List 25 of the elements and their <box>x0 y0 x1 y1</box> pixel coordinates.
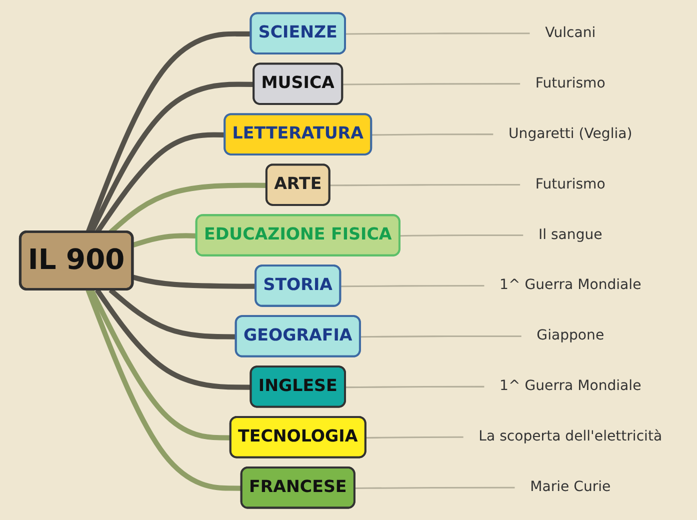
connector <box>345 385 484 388</box>
node-text: 1^ Guerra Mondiale <box>499 376 641 394</box>
connector <box>371 133 493 136</box>
node-text: 1^ Guerra Mondiale <box>499 276 641 293</box>
connector <box>330 184 520 186</box>
node-text: Futurismo <box>535 175 606 192</box>
connector <box>85 288 242 490</box>
connector <box>345 32 530 34</box>
connector <box>340 284 484 287</box>
connector <box>132 274 256 288</box>
node-text: Il sangue <box>538 225 602 242</box>
connector <box>132 232 197 247</box>
connector <box>354 486 514 489</box>
connector <box>360 334 521 338</box>
node-text: Futurismo <box>535 74 606 91</box>
connector <box>94 288 252 390</box>
node-text: Ungaretti (Veglia) <box>508 124 632 142</box>
node-text: Marie Curie <box>530 478 610 494</box>
connector <box>342 82 520 85</box>
connector <box>88 288 231 440</box>
connector <box>366 436 463 438</box>
node-text: La scoperta dell'elettricità <box>478 427 662 444</box>
node-text: Giappone <box>536 326 604 344</box>
connector <box>400 234 523 236</box>
node-text: Vulcani <box>544 24 596 40</box>
